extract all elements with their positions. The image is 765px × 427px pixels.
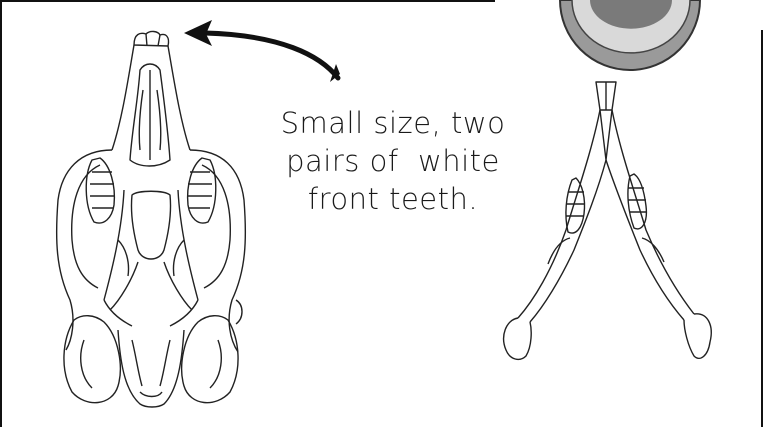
cheek-teeth-left [86,158,114,223]
skull-dorsal-view [57,31,246,407]
caption-line-2: pairs of white [262,142,524,180]
pointer-arrow-icon [184,20,340,82]
corner-badge-icon [560,0,700,70]
lower-jaw-mandible [504,82,712,359]
cheek-teeth-right [188,158,216,223]
caption-line-3: front teeth. [262,180,524,218]
jaw-teeth-left [566,178,585,233]
caption-text: Small size, two pairs of white front tee… [262,104,524,218]
caption-line-1: Small size, two [262,104,524,142]
